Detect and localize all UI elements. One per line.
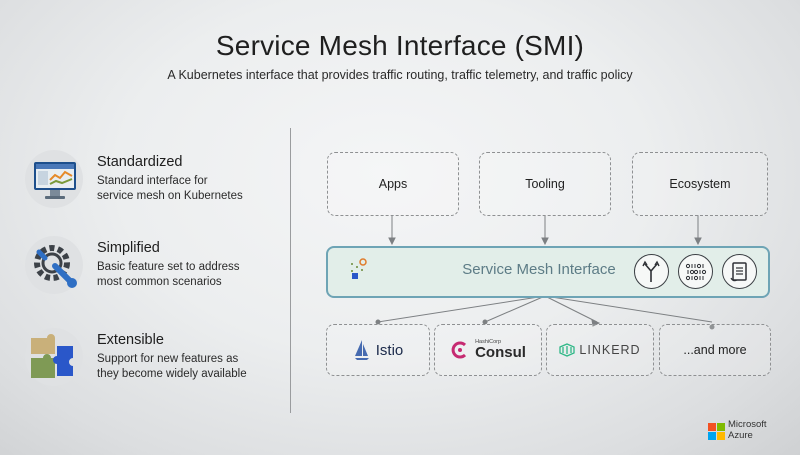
ms-logo-tile [708, 423, 716, 431]
ms-logo-tile [708, 432, 716, 440]
slide-title: Service Mesh Interface (SMI) [215, 30, 585, 61]
ecosystem-box: Ecosystem [632, 152, 768, 216]
gear-wrench-icon [25, 236, 83, 294]
feature-desc-line: Standard interface for [97, 175, 208, 187]
box-label: Ecosystem [669, 177, 731, 191]
smi-logo-icon [351, 258, 367, 279]
split-arrow-icon [634, 254, 669, 289]
box-label: Tooling [525, 177, 565, 191]
tooling-box: Tooling [479, 152, 611, 216]
brand-text: Microsoft Azure [728, 419, 767, 441]
box-label: Apps [378, 177, 408, 191]
feature-description: Basic feature set to address most common… [97, 260, 240, 290]
microsoft-azure-logo: Microsoft Azure [708, 419, 778, 445]
document-icon [722, 254, 757, 289]
feature-desc-line: Support for new features as [97, 353, 239, 365]
binary-icon [678, 254, 713, 289]
interface-label: Service Mesh Interface [462, 261, 616, 278]
feature-description: Support for new features as they become … [97, 352, 247, 382]
brand-line: Azure [728, 430, 753, 441]
feature-desc-line: they become widely available [97, 368, 247, 380]
ms-logo-tile [717, 423, 725, 431]
implementation-label: Consul [475, 344, 526, 362]
feature-desc-line: Basic feature set to address [97, 261, 240, 273]
implementation-label: LINKERD [579, 343, 641, 357]
ms-logo-tile [717, 432, 725, 440]
implementation-label: Istio [375, 341, 404, 359]
hashicorp-tag: HashiCorp [475, 338, 502, 345]
implementation-label: ...and more [683, 343, 747, 357]
feature-description: Standard interface for service mesh on K… [97, 174, 243, 204]
consul-box: HashiCorp Consul [434, 324, 542, 376]
consul-wordmark: HashiCorp Consul [475, 338, 526, 362]
puzzle-icon [25, 328, 83, 386]
feature-desc-line: service mesh on Kubernetes [97, 190, 243, 202]
apps-box: Apps [327, 152, 459, 216]
feature-title: Simplified [97, 240, 160, 256]
feature-title: Standardized [97, 154, 183, 170]
slide-subtitle: A Kubernetes interface that provides tra… [167, 68, 633, 82]
feature-desc-line: most common scenarios [97, 276, 222, 288]
linkerd-icon [559, 343, 576, 357]
istio-box: Istio [326, 324, 430, 376]
monitor-icon [25, 150, 83, 208]
and-more-box: ...and more [659, 324, 771, 376]
vertical-divider [290, 128, 291, 413]
brand-line: Microsoft [728, 419, 767, 430]
linkerd-box: LINKERD [546, 324, 654, 376]
service-mesh-interface-bar: Service Mesh Interface [326, 246, 770, 298]
feature-title: Extensible [97, 332, 164, 348]
consul-icon [451, 341, 467, 359]
istio-sail-icon [354, 340, 369, 360]
